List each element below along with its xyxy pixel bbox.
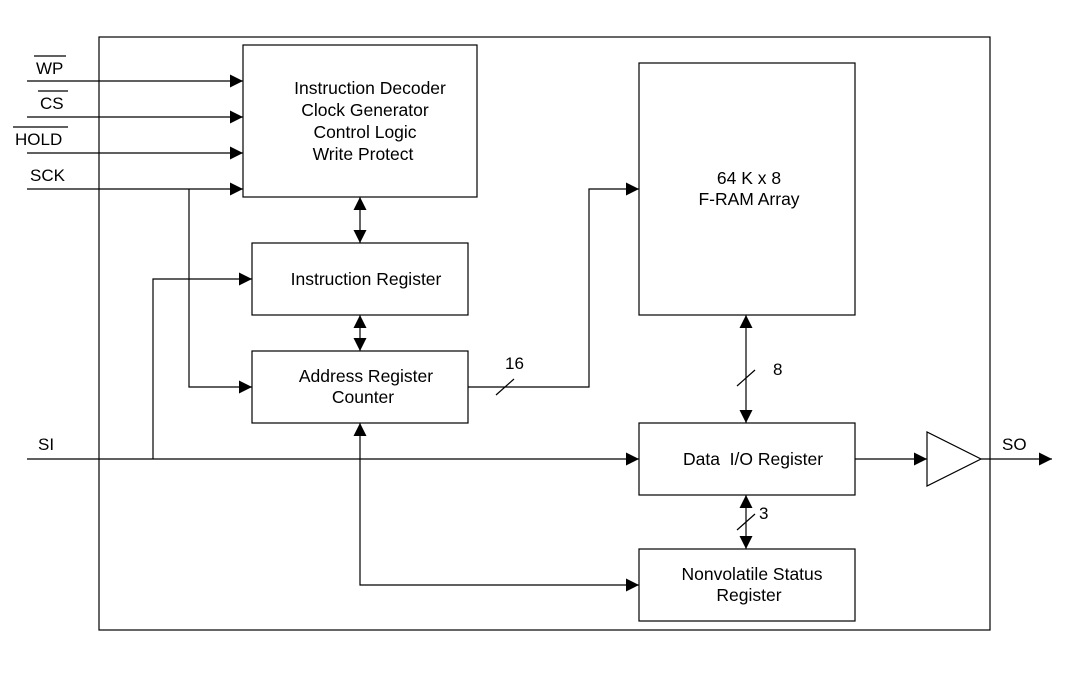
address-register-line-2: Counter	[332, 387, 394, 407]
si-to-instruction-wire	[152, 272, 252, 459]
instruction-register-block	[251, 242, 469, 316]
instruction-register-label: Instruction Register	[291, 269, 442, 289]
chip-boundary	[98, 36, 991, 631]
address-bus-wire	[468, 182, 639, 388]
status-register-line-1: Nonvolatile Status	[681, 564, 822, 584]
sck-to-address-wire	[188, 189, 252, 394]
control-block-line-4: Write Protect	[313, 144, 414, 164]
address-bus-width: 16	[505, 354, 524, 373]
status-register-line-2: Register	[716, 585, 781, 605]
si-signal-label: SI	[38, 435, 54, 454]
address-register-block	[251, 350, 469, 424]
hold-signal-label: HOLD	[15, 130, 62, 149]
control-block-line-1: Instruction Decoder	[294, 78, 446, 98]
control-logic-block	[242, 44, 478, 198]
status-bus-width: 3	[759, 504, 768, 523]
status-bus-slash	[736, 513, 756, 531]
fram-array-line-2: F-RAM Array	[698, 189, 799, 209]
fram-array-block	[638, 62, 856, 316]
status-register-block	[638, 548, 856, 622]
cs-signal-label: CS	[40, 94, 64, 113]
data-io-register-block	[638, 422, 856, 496]
address-register-line-1: Address Register	[299, 366, 433, 386]
so-signal-label: SO	[1002, 435, 1027, 454]
data-bus-width: 8	[773, 360, 782, 379]
address-status-link	[353, 423, 639, 592]
control-block-line-2: Clock Generator	[301, 100, 429, 120]
output-buffer-icon	[926, 431, 983, 487]
address-bus-slash	[495, 378, 515, 396]
data-io-register-label: Data I/O Register	[683, 449, 823, 469]
wp-signal-label: WP	[36, 59, 63, 78]
control-block-line-3: Control Logic	[313, 122, 416, 142]
fram-array-line-1: 64 K x 8	[717, 168, 781, 188]
data-bus-slash	[736, 369, 756, 387]
sck-signal-label: SCK	[30, 166, 66, 185]
